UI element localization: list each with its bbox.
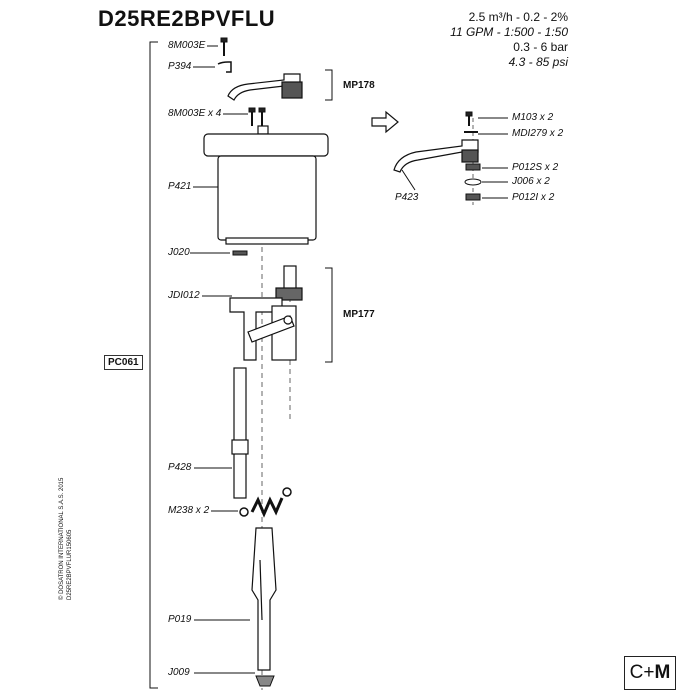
label-m103: M103 x 2	[512, 112, 554, 123]
label-p423: P423	[395, 192, 419, 203]
seal-j006	[464, 178, 482, 186]
spec-flow: 2.5 m³/h - 0.2 - 2%	[468, 10, 568, 24]
label-8m003e-x4: 8M003E x 4	[168, 108, 222, 119]
document-reference: D25RE2BPVFLUR150605	[67, 529, 73, 600]
screw-m103	[465, 111, 473, 126]
label-p012s: P012S x 2	[512, 162, 559, 173]
label-p012i: P012I x 2	[512, 192, 555, 203]
label-j006: J006 x 2	[512, 176, 550, 187]
spec-pressure-psi: 4.3 - 85 psi	[508, 55, 568, 69]
label-p421: P421	[168, 181, 192, 192]
copyright-line: © DOSATRON INTERNATIONAL S.A.S. 2015	[59, 477, 65, 600]
cm-logo: C + M	[624, 656, 676, 690]
seal-j009	[255, 675, 275, 687]
label-p394: P394	[168, 61, 192, 72]
pin-j020	[232, 250, 248, 256]
valve-mp177	[229, 265, 303, 361]
rod-p428	[231, 367, 249, 499]
kit-bracket	[149, 41, 158, 689]
label-p428: P428	[168, 462, 192, 473]
label-8m003e: 8M003E	[168, 40, 206, 51]
mp178-bracket	[325, 69, 333, 101]
housing-p421	[203, 125, 329, 245]
page-title: D25RE2BPVFLU	[98, 6, 276, 31]
label-j009: J009	[168, 667, 190, 678]
copyright-note: © DOSATRON INTERNATIONAL S.A.S. 2015 D25…	[58, 450, 74, 600]
lever-p423	[393, 139, 479, 173]
mp177-bracket	[325, 267, 333, 363]
label-j020: J020	[168, 247, 190, 258]
part-p012i	[465, 193, 481, 201]
logo-m: M	[654, 662, 671, 683]
logo-c: C	[629, 662, 644, 683]
arrow-icon	[371, 110, 399, 134]
label-jdi012: JDI012	[168, 290, 200, 301]
lever-mp178	[227, 73, 303, 101]
kit-label-pc061: PC061	[104, 355, 143, 370]
screws-8m003e-x4	[248, 107, 266, 126]
clip-p394	[217, 61, 232, 73]
spec-pressure-bar: 0.3 - 6 bar	[513, 40, 568, 54]
part-p012s	[465, 163, 481, 171]
logo-plus: +	[643, 662, 655, 683]
screw-8m003e	[220, 37, 228, 56]
label-mdi279: MDI279 x 2	[512, 128, 564, 139]
spring-m238	[239, 487, 292, 518]
spec-flow-gpm: 11 GPM - 1:500 - 1:50	[450, 25, 568, 39]
label-m238: M238 x 2	[168, 505, 210, 516]
tube-p019	[251, 527, 277, 671]
group-label-mp177: MP177	[343, 309, 375, 320]
label-p019: P019	[168, 614, 192, 625]
leader-line	[401, 169, 416, 191]
group-label-mp178: MP178	[343, 80, 375, 91]
